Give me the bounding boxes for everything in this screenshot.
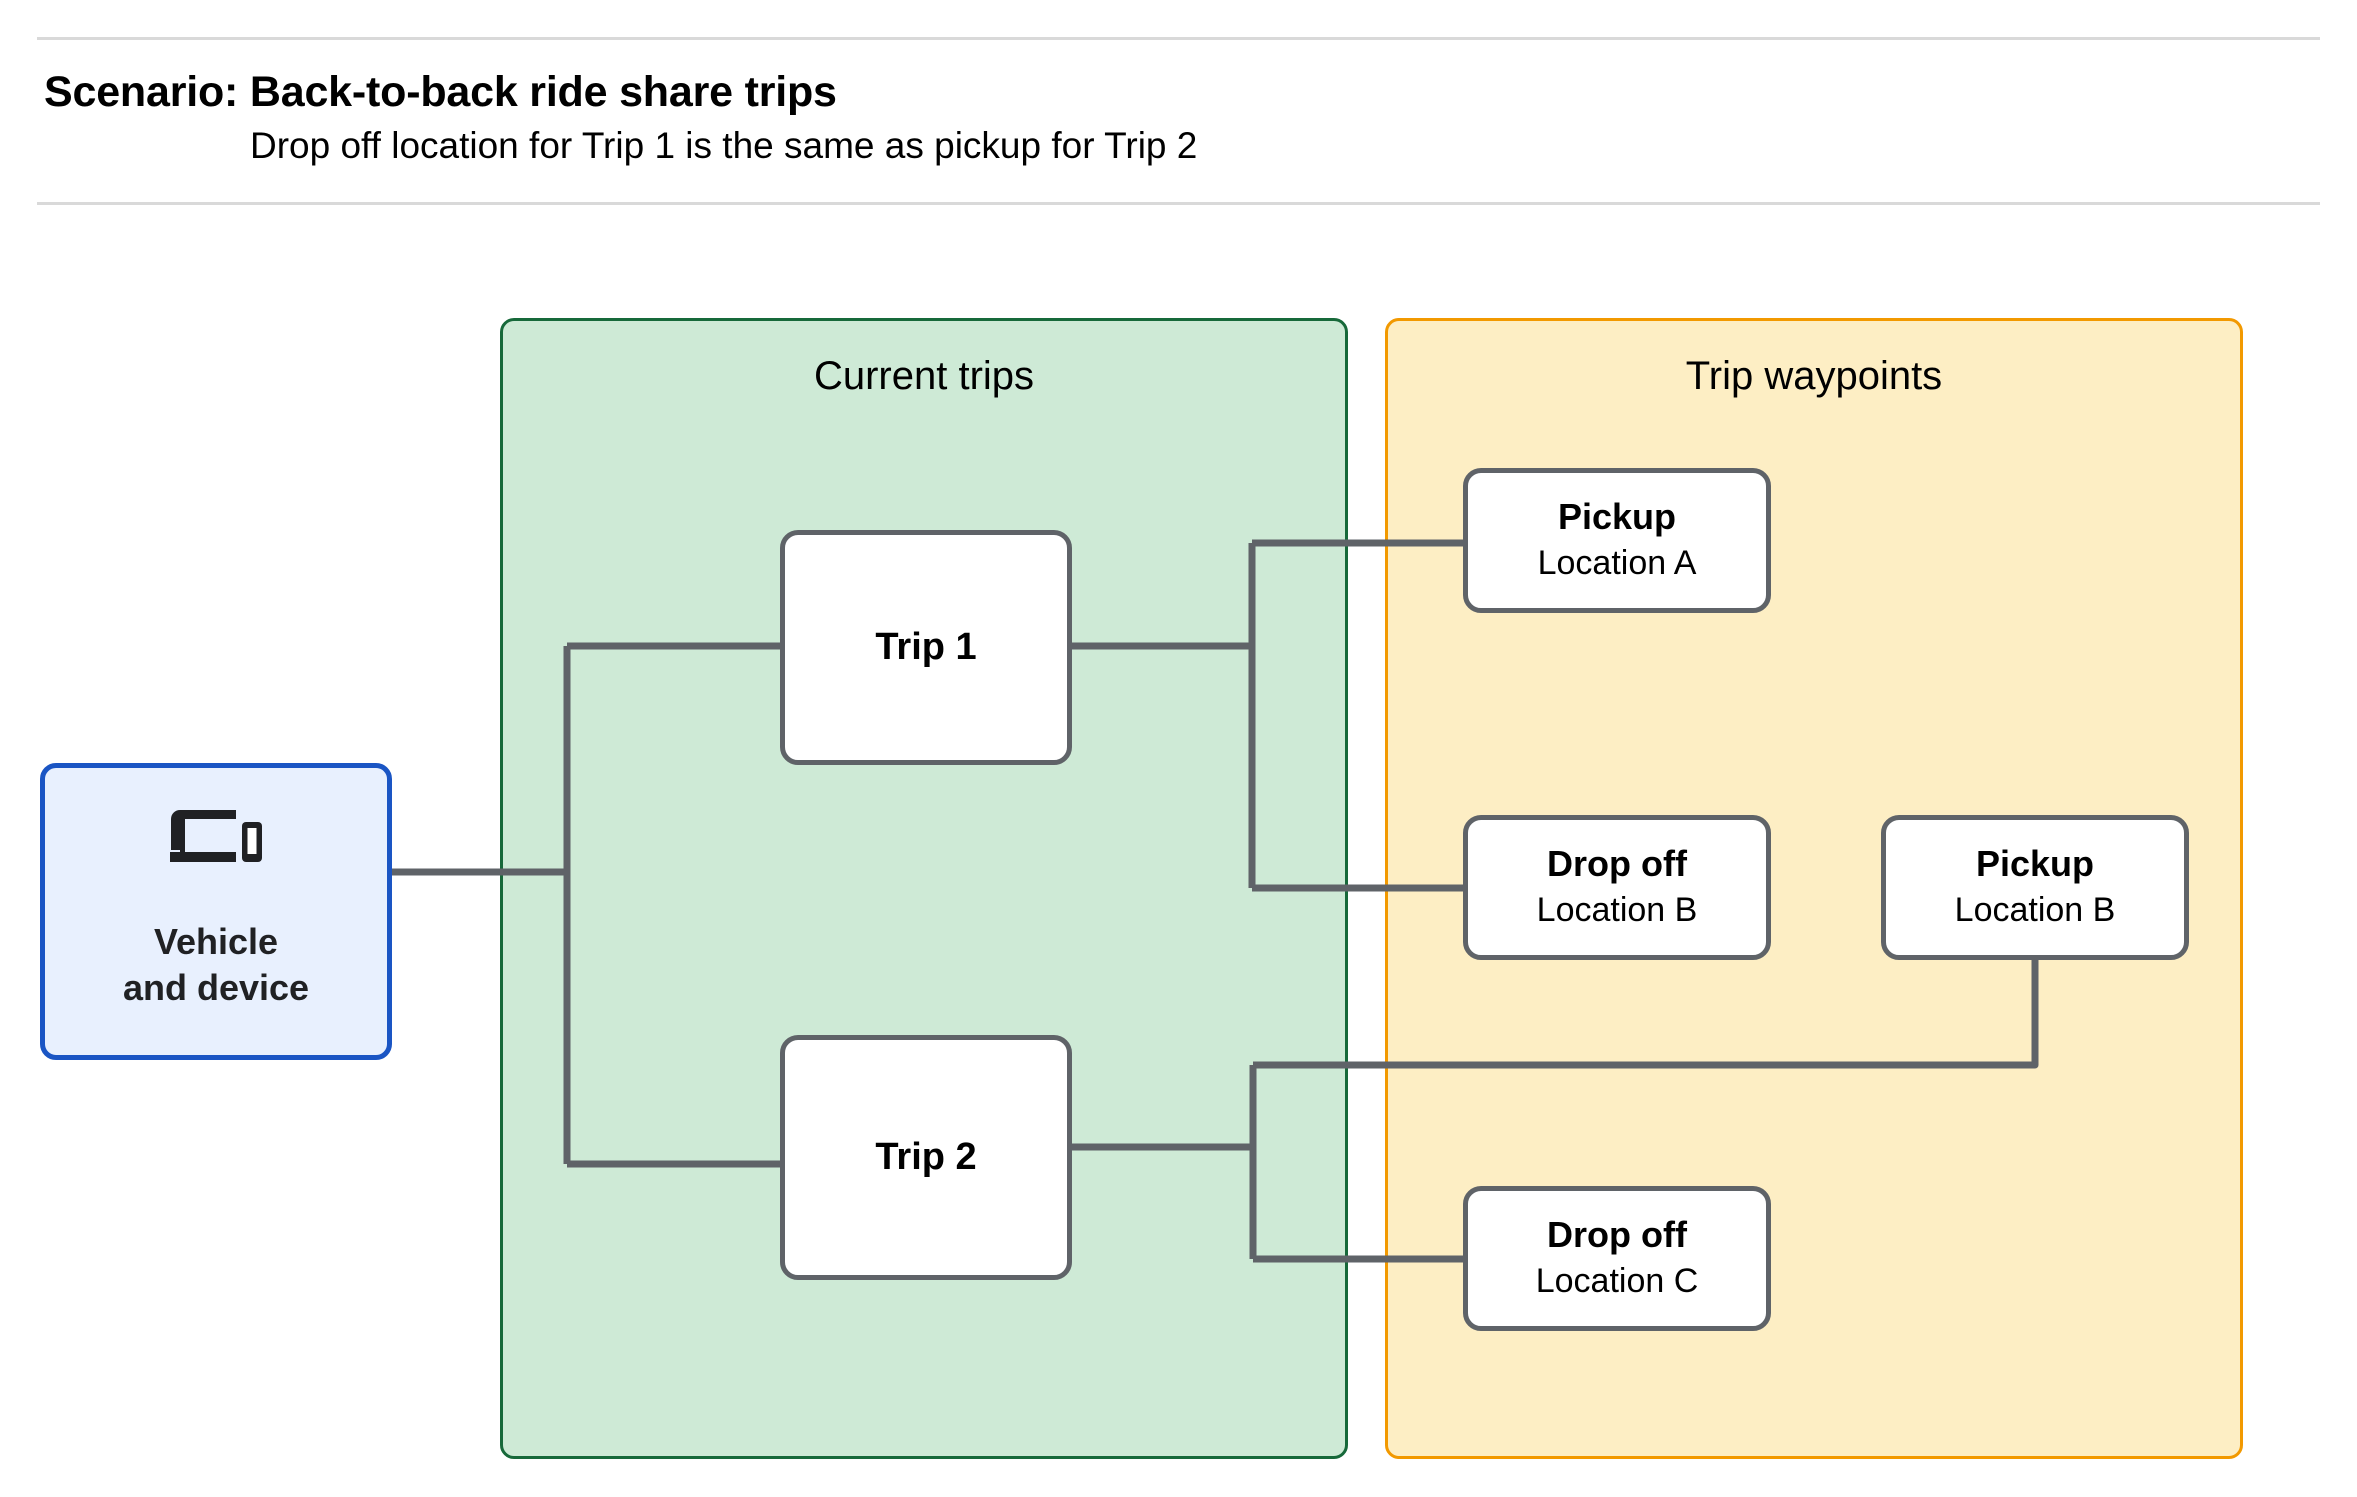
header-divider-top — [37, 37, 2320, 40]
node-trip-1[interactable]: Trip 1 — [780, 530, 1072, 765]
devices-icon — [170, 806, 262, 867]
node-pickup-a-title: Pickup — [1557, 495, 1677, 537]
panel-current-trips: Current trips — [500, 318, 1348, 1459]
panel-current-trips-title: Current trips — [813, 354, 1035, 398]
node-pickup-b-location: Location B — [1954, 891, 2116, 930]
node-pickup-a-location: Location A — [1537, 544, 1697, 583]
node-pickup-location-b[interactable]: Pickup Location B — [1881, 815, 2189, 960]
node-dropoff-b-title: Drop off — [1547, 842, 1687, 884]
node-dropoff-c-location: Location C — [1535, 1262, 1699, 1301]
node-dropoff-location-c[interactable]: Drop off Location C — [1463, 1186, 1771, 1331]
node-vehicle-and-device[interactable]: Vehicle and device — [40, 763, 392, 1060]
node-vehicle-label: Vehicle and device — [122, 921, 310, 1009]
node-trip-2[interactable]: Trip 2 — [780, 1035, 1072, 1280]
panel-trip-waypoints-title: Trip waypoints — [1685, 354, 1943, 398]
page-title: Scenario: Back-to-back ride share trips — [44, 68, 837, 116]
node-dropoff-location-b[interactable]: Drop off Location B — [1463, 815, 1771, 960]
node-pickup-b-title: Pickup — [1975, 842, 2095, 884]
node-dropoff-b-location: Location B — [1536, 891, 1698, 930]
node-dropoff-c-title: Drop off — [1547, 1213, 1687, 1255]
node-trip-1-label: Trip 1 — [875, 625, 977, 668]
header-divider-bottom — [37, 202, 2320, 205]
node-pickup-location-a[interactable]: Pickup Location A — [1463, 468, 1771, 613]
page-subtitle: Drop off location for Trip 1 is the same… — [250, 125, 1198, 166]
node-trip-2-label: Trip 2 — [875, 1135, 977, 1178]
